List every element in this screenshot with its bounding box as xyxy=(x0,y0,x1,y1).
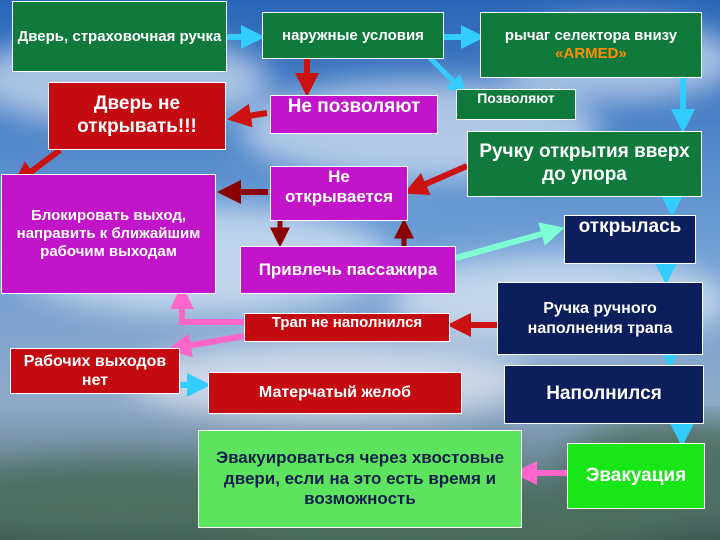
call-passenger-box: Привлечь пассажира xyxy=(240,246,456,294)
do-not-open-label: Дверь не открывать!!! xyxy=(77,93,197,137)
evacuate-tail-box: Эвакуироваться через хвостовые двери, ес… xyxy=(198,430,522,528)
slide-not-inflated-box: Трап не наполнился xyxy=(244,313,450,342)
cloth-chute-box: Матерчатый желоб xyxy=(208,372,462,414)
evacuation-box: Эвакуация xyxy=(567,443,705,509)
manual-inflation-label: Ручка ручного наполнения трапа xyxy=(527,300,673,337)
cloth-chute-label: Матерчатый желоб xyxy=(258,384,412,402)
evacuate-tail-label: Эвакуироваться через хвостовые двери, ес… xyxy=(215,448,505,509)
selector-lever-armed: «ARMED» xyxy=(555,45,627,62)
not-opened-box: Не открывается xyxy=(270,166,408,221)
call-passenger-label: Привлечь пассажира xyxy=(258,259,438,279)
allow-label: Позволяют xyxy=(477,90,555,106)
block-exit-label: Блокировать выход, направить к ближайшим… xyxy=(16,207,201,260)
not-opened-label: Не открывается xyxy=(284,167,394,207)
door-handle-label: Дверь, страховочная ручка xyxy=(17,27,222,45)
selector-lever-label: рычаг селектора внизу xyxy=(504,27,678,44)
door-handle-box: Дверь, страховочная ручка xyxy=(12,1,227,72)
handle-up-box: Ручку открытия вверх до упора xyxy=(467,131,702,197)
evacuation-label: Эвакуация xyxy=(585,464,687,486)
manual-inflation-box: Ручка ручного наполнения трапа xyxy=(497,282,703,355)
slide-not-inflated-label: Трап не наполнился xyxy=(271,314,423,331)
do-not-open-box: Дверь не открывать!!! xyxy=(48,82,226,150)
inflated-box: Наполнился xyxy=(504,365,704,424)
outside-conditions-label: наружные условия xyxy=(282,26,424,44)
not-allow-label: Не позволяют xyxy=(287,96,421,117)
allow-box: Позволяют xyxy=(456,89,576,120)
selector-lever-box: рычаг селектора внизу «ARMED» xyxy=(480,12,702,78)
not-allow-box: Не позволяют xyxy=(270,95,438,134)
opened-box: открылась xyxy=(564,215,696,264)
inflated-label: Наполнился xyxy=(546,383,662,405)
no-working-exits-box: Рабочих выходов нет xyxy=(10,348,180,394)
selector-lever-text: рычаг селектора внизу «ARMED» xyxy=(483,27,699,63)
no-working-exits-label: Рабочих выходов нет xyxy=(23,352,167,389)
handle-up-label: Ручку открытия вверх до упора xyxy=(479,141,690,185)
opened-label: открылась xyxy=(578,216,682,237)
block-exit-box: Блокировать выход, направить к ближайшим… xyxy=(1,174,216,294)
outside-conditions-box: наружные условия xyxy=(262,12,444,59)
